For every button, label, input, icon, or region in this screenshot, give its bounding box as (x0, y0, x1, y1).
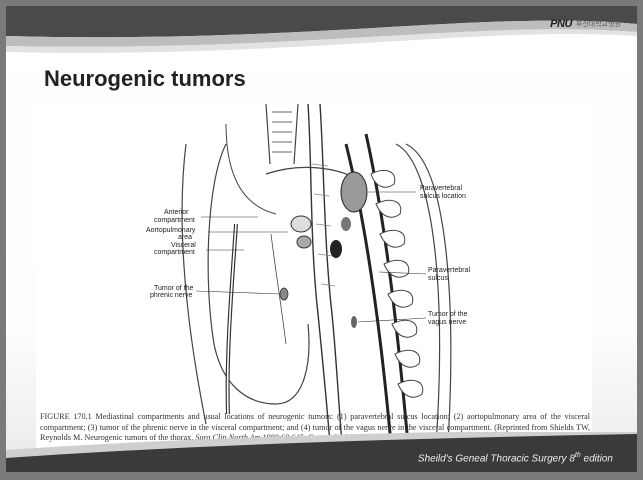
label-phrenic-tumor: Tumor of the (154, 285, 194, 292)
footer-suffix: edition (581, 453, 613, 464)
label-sulcus: sulcus (428, 275, 448, 282)
slide-title: Neurogenic tumors (44, 66, 246, 92)
label-sulcus-location: sulcus location (420, 193, 466, 200)
label-anterior: Anterior (164, 209, 189, 216)
logo-text: 부산대학교병원 (576, 19, 621, 29)
top-swoosh-decoration (6, 6, 637, 66)
label-paravertebral-location: Paravertebral (420, 185, 462, 192)
hospital-logo: PNU 부산대학교병원 (550, 18, 621, 30)
label-visceral: Visceral (171, 242, 196, 249)
logo-mark: PNU (550, 18, 572, 30)
slide: PNU 부산대학교병원 Neurogenic tumors (6, 6, 637, 472)
label-phrenic-nerve: phrenic nerve (150, 292, 193, 299)
label-aortopulmonary: Aortopulmonary (146, 227, 196, 234)
label-aortopulmonary-area: area (178, 234, 192, 241)
footer-source: Sheild's Geneal Thoracic Surgery 8th edi… (418, 452, 613, 464)
label-paravertebral-sulcus: Paravertebral (428, 267, 470, 274)
mediastinum-diagram: Anterior compartment Aortopulmonary area… (36, 104, 592, 452)
label-vagus-tumor: Tumor of the (428, 311, 468, 318)
label-anterior-compartment: compartment (154, 217, 195, 224)
label-vagus-nerve: vagus nerve (428, 319, 466, 326)
footer-title: Sheild's Geneal Thoracic Surgery 8 (418, 453, 575, 464)
anatomical-figure: Anterior compartment Aortopulmonary area… (36, 104, 592, 452)
label-visceral-compartment: compartment (154, 249, 195, 256)
